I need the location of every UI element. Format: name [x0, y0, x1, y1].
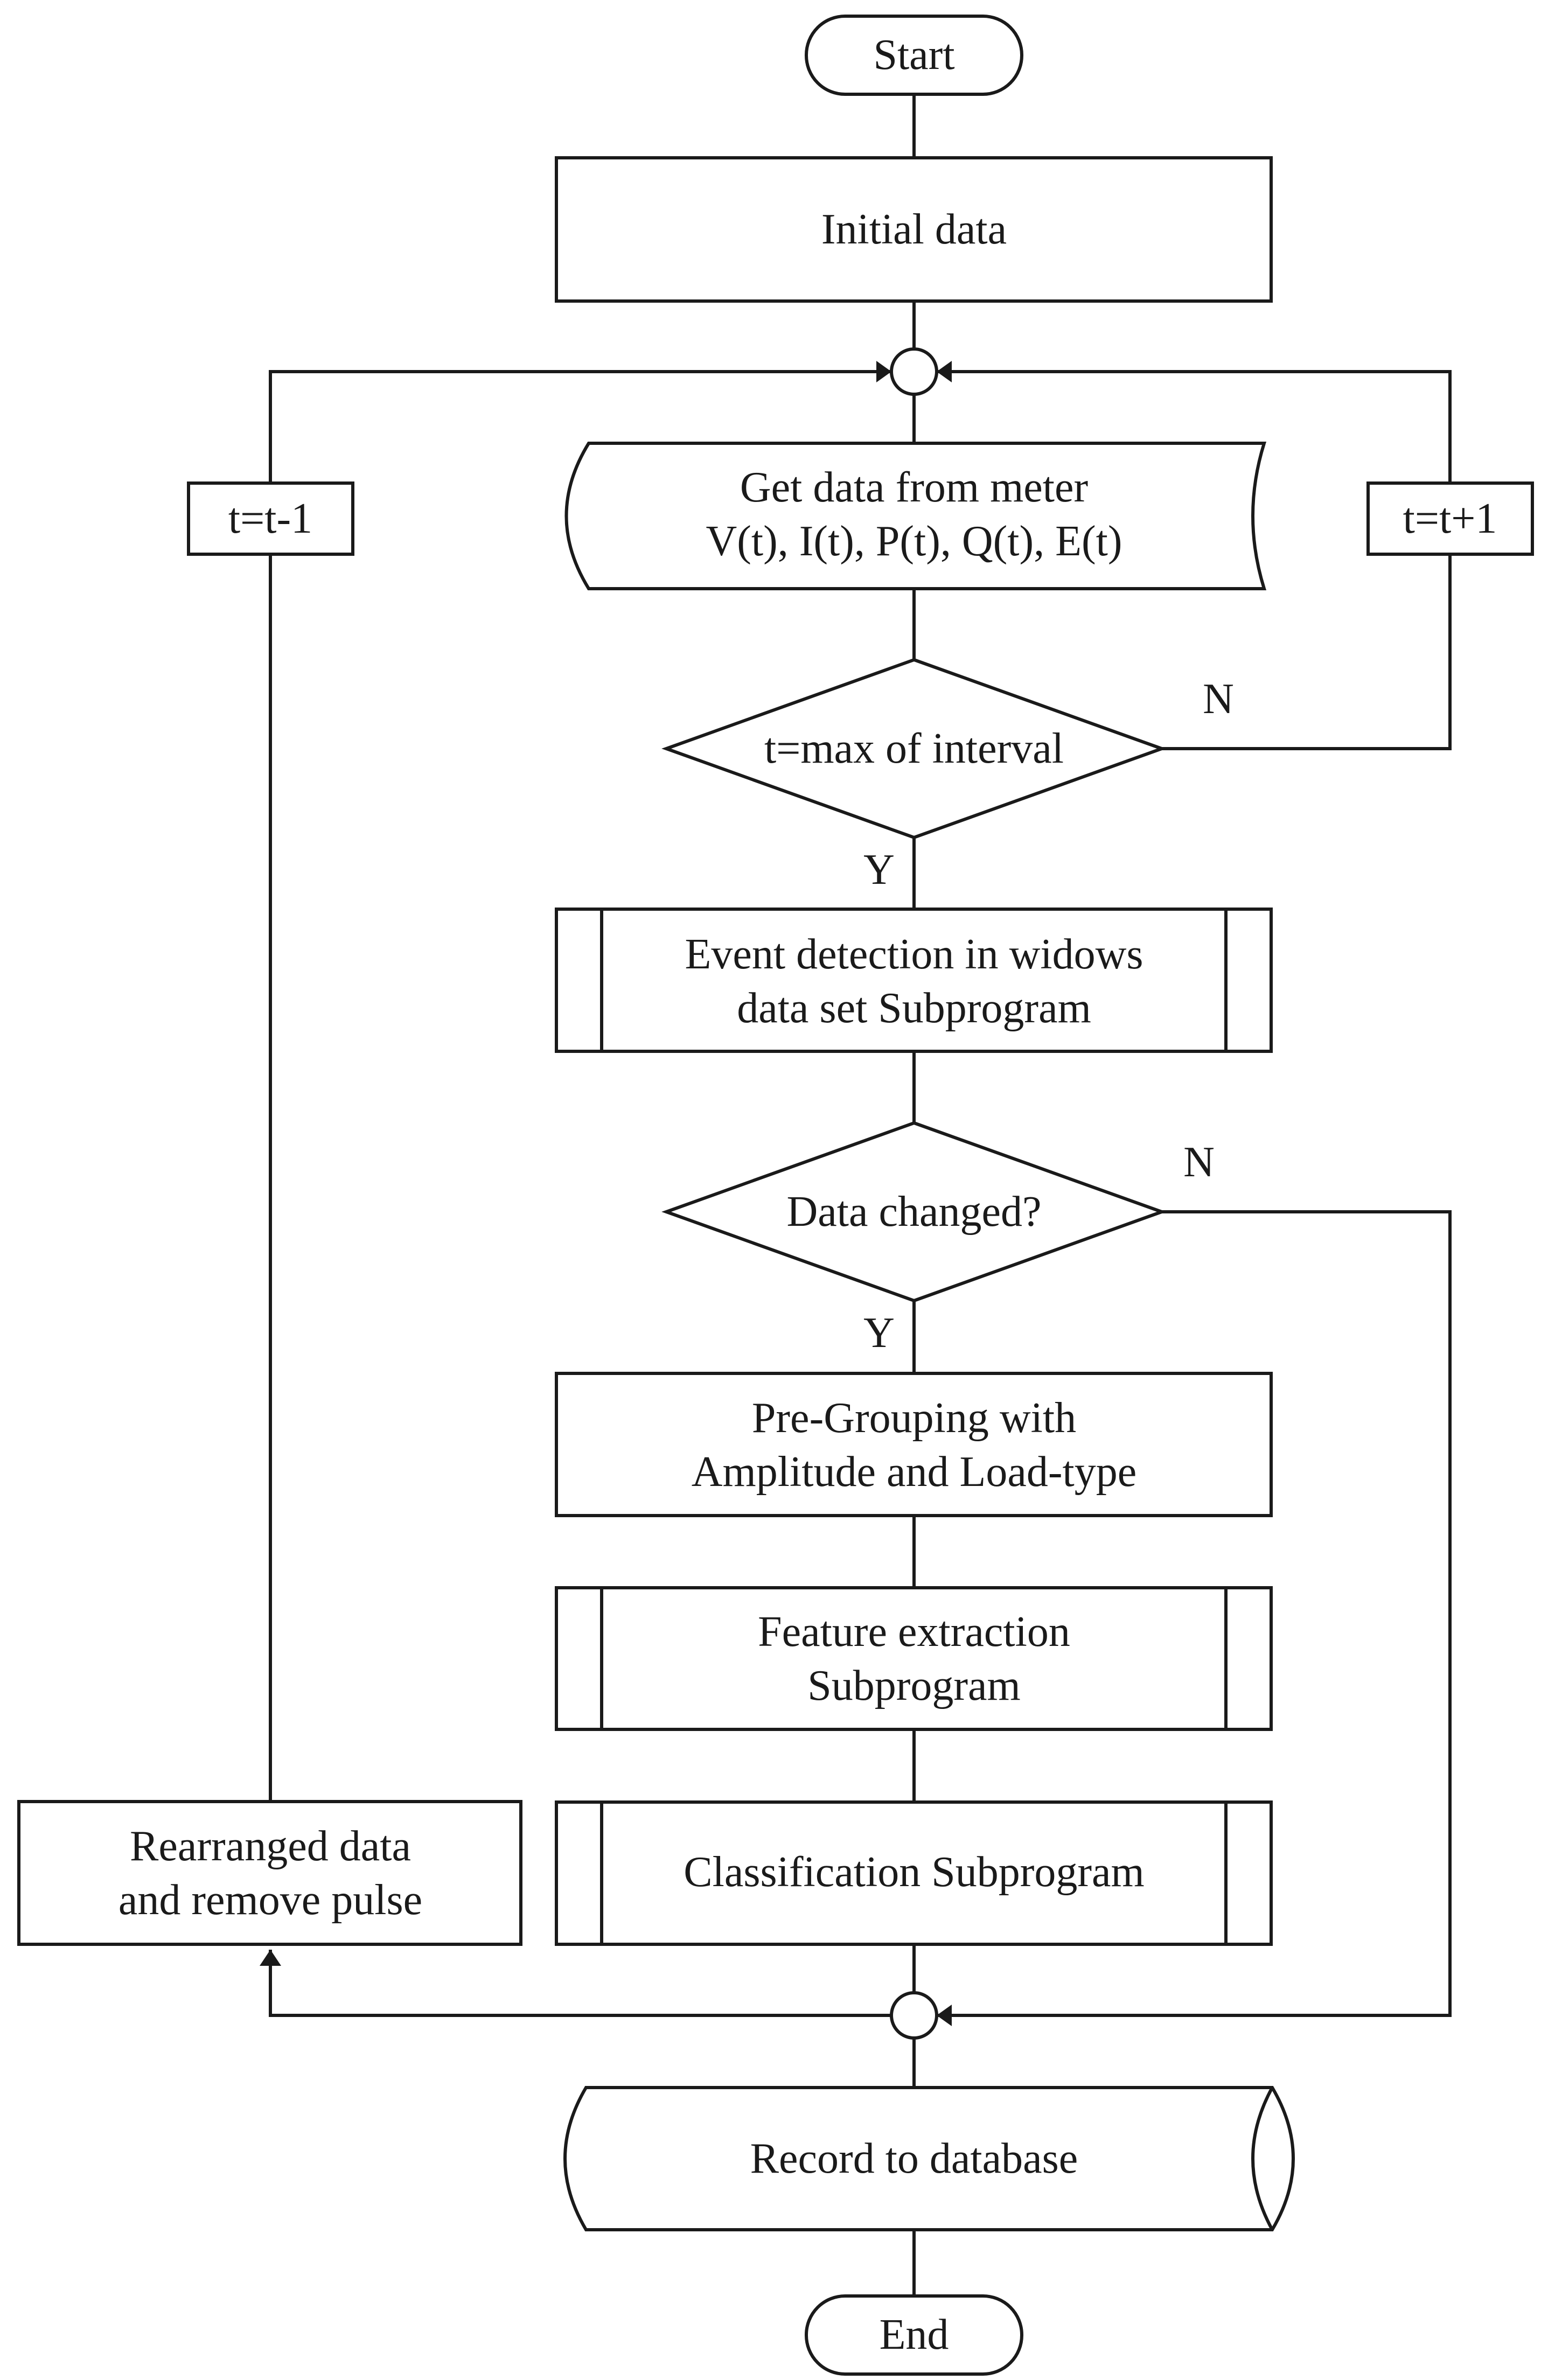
event-detection-node: Event detection in widows data set Subpr…: [555, 908, 1273, 1053]
decision-changed-label: Data changed?: [786, 1188, 1041, 1236]
pregrouping-line2: Amplitude and Load-type: [692, 1448, 1136, 1496]
rearranged-line2: and remove pulse: [118, 1876, 422, 1924]
classification-label: Classification Subprogram: [684, 1848, 1144, 1896]
arrowhead-junction-bottom-right: [937, 2005, 952, 2026]
pregrouping-box: [555, 1372, 1273, 1517]
record-inner-curve: [1251, 2086, 1274, 2231]
edge-tminus-junction: [269, 370, 891, 483]
end-shape: [805, 2294, 1023, 2376]
edge-decision-tplus: [1162, 554, 1452, 750]
arrowhead-junction-top-left: [876, 361, 891, 382]
feature-extraction-line1: Feature extraction: [758, 1608, 1070, 1656]
t-minus-box: [187, 481, 354, 556]
start-shape: [805, 15, 1023, 96]
initial-data-box: [555, 156, 1273, 303]
classification-node: Classification Subprogram: [555, 1800, 1273, 1946]
edge-junction-rearranged: [269, 1950, 891, 2017]
junction-bottom: [890, 1991, 938, 2040]
arrowhead-rearranged: [260, 1950, 281, 1966]
get-data-line1: Get data from meter: [740, 464, 1088, 511]
decision-changed-yes-label: Y: [863, 1309, 895, 1357]
get-data-node: Get data from meter V(t), I(t), P(t), Q(…: [564, 442, 1267, 590]
end-label: End: [880, 2311, 949, 2358]
t-minus-node: t=t-1: [187, 481, 354, 556]
decision-interval-yes-label: Y: [863, 846, 895, 894]
start-label: Start: [873, 31, 954, 79]
decision-changed-node: Data changed? N Y: [661, 1121, 1215, 1357]
feature-extraction-line2: Subprogram: [807, 1662, 1021, 1709]
connectors: [269, 94, 1452, 2296]
decision-changed-diamond: [661, 1121, 1167, 1303]
event-detection-line2: data set Subprogram: [737, 985, 1091, 1032]
t-plus-box: [1366, 481, 1534, 556]
get-data-line2: V(t), I(t), P(t), Q(t), E(t): [706, 518, 1122, 565]
classification-box: [555, 1800, 1273, 1946]
initial-data-label: Initial data: [821, 206, 1007, 253]
junction-top: [890, 347, 938, 396]
t-plus-label: t=t+1: [1403, 495, 1497, 542]
decision-interval-node: t=max of interval N Y: [661, 658, 1234, 894]
rearranged-box: [17, 1800, 522, 1946]
decision-interval-label: t=max of interval: [764, 725, 1064, 772]
record-node: Record to database: [563, 2086, 1295, 2231]
arrowhead-junction-top-right: [937, 361, 952, 382]
decision-interval-diamond: [661, 658, 1167, 840]
event-detection-box: [555, 908, 1273, 1053]
event-detection-line1: Event detection in widows: [685, 931, 1143, 978]
pregrouping-node: Pre-Grouping with Amplitude and Load-typ…: [555, 1372, 1273, 1517]
start-node: Start: [805, 15, 1023, 96]
edge-tplus-junction: [937, 370, 1452, 483]
edge-decision2-junction: [937, 1210, 1452, 2017]
end-node: End: [805, 2294, 1023, 2376]
pregrouping-line1: Pre-Grouping with: [752, 1394, 1076, 1442]
get-data-shape: [564, 442, 1267, 590]
decision-interval-no-label: N: [1203, 675, 1234, 723]
rearranged-line1: Rearranged data: [130, 1823, 411, 1870]
decision-changed-no-label: N: [1183, 1139, 1215, 1186]
feature-extraction-box: [555, 1586, 1273, 1731]
t-minus-label: t=t-1: [228, 495, 312, 542]
record-label: Record to database: [750, 2135, 1078, 2182]
t-plus-node: t=t+1: [1366, 481, 1534, 556]
feature-extraction-node: Feature extraction Subprogram: [555, 1586, 1273, 1731]
initial-data-node: Initial data: [555, 156, 1273, 303]
rearranged-node: Rearranged data and remove pulse: [17, 1800, 522, 1946]
arrowheads: [260, 361, 952, 2026]
